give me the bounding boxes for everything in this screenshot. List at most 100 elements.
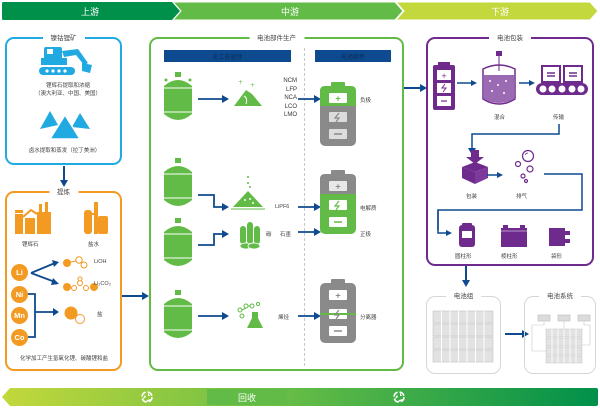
hard-rock-regions: （澳大利亚、中国、美国） — [34, 91, 101, 97]
powder-pile-icon — [231, 176, 265, 210]
cathode-label: 正极 — [360, 232, 372, 238]
graphite-label: 石墨 — [280, 232, 292, 238]
molecule-icon — [63, 256, 88, 269]
component-arrows — [298, 95, 321, 320]
packing-label: 包装 — [466, 194, 478, 200]
battery-electrolyte-icon: + — [320, 170, 356, 234]
recycling-label: 回收 — [237, 393, 256, 404]
cylindrical-label: 圆柱形 — [455, 254, 472, 260]
chemistry-flask-icon — [237, 301, 263, 328]
stage-midstream-arrow — [171, 1, 404, 21]
battery-system-box: 电池系统 — [524, 292, 596, 374]
packaging-title: 电池包装 — [489, 34, 531, 43]
arrow-box-to-exhaust — [487, 172, 503, 178]
battery-separator-icon: + — [320, 279, 356, 343]
transfer-label: 传输 — [553, 115, 565, 121]
stage-upstream-arrow — [2, 2, 180, 20]
stage-banner — [2, 1, 599, 21]
packaging-bottom-path — [437, 173, 583, 230]
product-salts: 盐 — [97, 312, 103, 318]
svg-text:+: + — [335, 94, 340, 104]
box-icon — [462, 150, 488, 184]
element-li: Li — [11, 264, 28, 281]
arrow-components-to-packaging — [404, 84, 427, 92]
stage-downstream-label: 下游 — [490, 7, 509, 18]
refining-plant-spodumene: 锂辉石 — [22, 242, 39, 248]
battery-pack-box: 电池组 — [426, 292, 501, 374]
cathode-material: NCA — [284, 95, 297, 101]
reactor-icon — [161, 158, 195, 206]
battery-pack-title: 电池组 — [445, 292, 482, 301]
reactor-icon — [161, 290, 195, 338]
svg-text:+: + — [238, 79, 243, 86]
refining-arrows — [28, 260, 59, 338]
refining-box: 提炼 — [5, 188, 122, 371]
graphite-rods-icon — [239, 222, 261, 250]
stage-upstream-label: 上游 — [80, 7, 99, 18]
battery-anode-icon: + — [320, 82, 356, 146]
conveyor-icon — [536, 65, 588, 95]
mining-title: 镍钴锂矿 — [42, 34, 85, 43]
cathode-material: LFP — [285, 86, 297, 93]
element-mn: Mn — [11, 307, 28, 324]
excavator-icon — [39, 47, 92, 75]
recycling-banner — [2, 388, 598, 406]
battery-system-icon — [531, 314, 591, 364]
arrow-mining-to-refining — [60, 166, 68, 187]
svg-text:+: + — [335, 291, 340, 301]
components-box: 电池部件生产 — [149, 34, 404, 371]
mining-box: 镍钴锂矿 — [5, 34, 122, 165]
arrow-refining-to-components — [122, 292, 149, 300]
packaging-box: 电池包装 — [426, 34, 594, 266]
reactor-icon — [161, 218, 195, 266]
arrow-pack-to-system — [505, 330, 529, 338]
factory-icon — [15, 202, 51, 234]
molecule-icon — [64, 306, 85, 324]
prismatic-label: 棱柱形 — [501, 254, 518, 260]
pouch-cell-icon — [549, 228, 570, 246]
stage-downstream-arrow — [394, 1, 599, 21]
reactor-icon — [161, 72, 195, 120]
mixer-tank-icon — [482, 51, 516, 105]
refining-footer: 化学加工产生氢氧化锂、碳酸锂和盐 — [19, 356, 108, 362]
svg-text:+: + — [250, 82, 255, 89]
powder-mound-icon: + + — [234, 79, 262, 106]
product-li2co3: Li₂CO₃ — [94, 281, 111, 287]
hard-rock-label: 锂辉石提取和浓缩 — [45, 83, 90, 89]
prismatic-cell-icon — [501, 225, 527, 247]
factory-icon — [84, 202, 108, 234]
svg-text:+: + — [335, 182, 340, 192]
cathode-material: LMO — [283, 112, 297, 118]
refining-plant-brine: 盐水 — [88, 242, 100, 248]
cylindrical-cell-icon — [459, 223, 475, 247]
packaging-top-arrows — [457, 80, 535, 86]
olefin-label: 烯烃 — [278, 315, 290, 321]
svg-text:+: + — [441, 72, 447, 80]
electrolyte-input-label: LiPF6 — [275, 204, 290, 210]
brine-label: 卤水提取和蒸发（拉丁美洲） — [28, 148, 101, 154]
anode-label: 负极 — [360, 98, 372, 104]
element-ni: Ni — [11, 286, 28, 303]
carbon-label: 碳 — [266, 232, 272, 238]
cathode-material: NCM — [283, 78, 297, 84]
precursors-header: 化工前驱体 — [164, 50, 291, 62]
components-title: 电池部件生产 — [249, 34, 304, 43]
arrow-to-formats — [437, 210, 452, 236]
cathode-materials-list: NCM LFP NCA LCO LMO — [279, 77, 297, 120]
battery-components-header: 电池部件 — [315, 50, 391, 62]
element-co: Co — [11, 329, 28, 346]
molecule-icon — [63, 276, 98, 291]
salt-piles-icon — [40, 111, 90, 140]
recycle-icon — [141, 391, 153, 403]
bubbles-icon — [514, 149, 535, 184]
electrolyte-label: 电解质 — [360, 206, 377, 212]
precursor-arrows — [198, 95, 229, 320]
mixing-label: 混合 — [494, 115, 506, 121]
recycle-icon — [393, 391, 405, 403]
separator-label: 分离器 — [360, 315, 377, 321]
stage-midstream-label: 中游 — [280, 7, 299, 18]
exhaust-label: 排气 — [516, 194, 528, 200]
arrow-packaging-to-pack — [462, 266, 470, 287]
refining-title: 提炼 — [49, 188, 78, 197]
battery-system-title: 电池系统 — [539, 292, 581, 301]
